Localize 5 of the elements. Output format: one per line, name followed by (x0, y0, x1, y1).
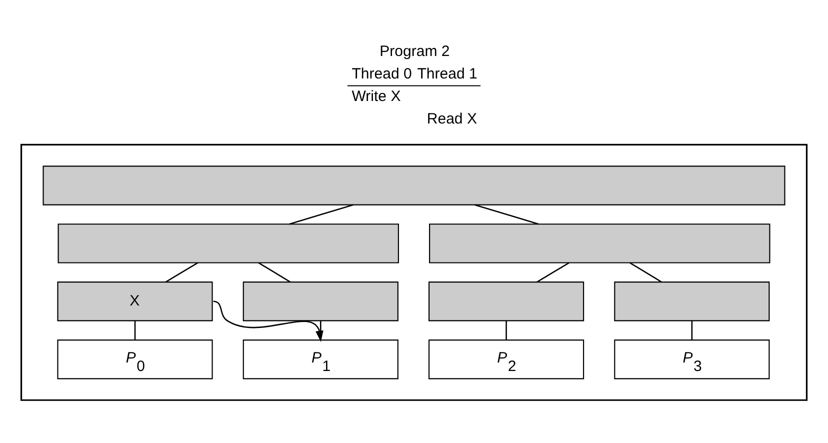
label: Write X (352, 87, 401, 104)
label: Program 2 (380, 42, 450, 60)
label: Read X (426, 110, 477, 127)
label: Thread 0 (352, 64, 412, 82)
label: Thread 1 (417, 64, 478, 82)
